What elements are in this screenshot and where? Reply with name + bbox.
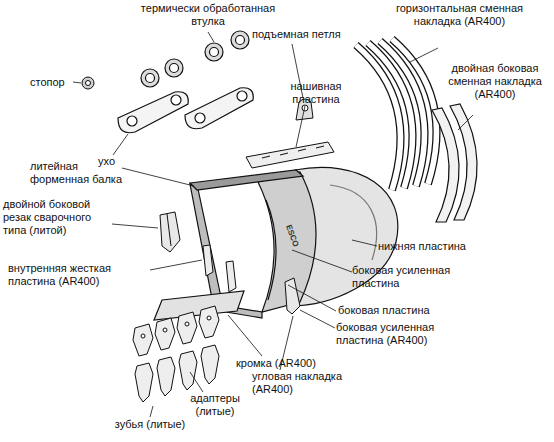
- leader-lines: [73, 82, 81, 83]
- leader-lines: [150, 260, 202, 270]
- adapter: [207, 316, 211, 320]
- wear-plate: [262, 146, 324, 158]
- adapter: [163, 328, 167, 332]
- bushings: [236, 36, 245, 45]
- leader-lines: [122, 168, 194, 186]
- part-label: угловая накладка (AR400): [252, 370, 372, 396]
- bushings: [170, 64, 179, 73]
- side-wear-strips: [432, 108, 459, 222]
- adapter: [185, 322, 189, 326]
- ears: [127, 116, 137, 126]
- leader-lines: [73, 32, 473, 417]
- part-label: боковая пластина: [338, 304, 448, 317]
- leader-lines: [208, 32, 214, 42]
- adapter: [177, 312, 197, 344]
- leader-lines: [228, 315, 262, 356]
- part-label: нижняя пластина: [378, 240, 488, 253]
- ears: [195, 113, 205, 123]
- stopper: [82, 77, 94, 89]
- wear-plate: [246, 142, 334, 168]
- ears: [185, 88, 253, 129]
- teeth-and-adapters: [133, 306, 219, 402]
- leader-lines: [150, 406, 153, 417]
- part-label: боковая усиленная пластина: [352, 264, 462, 290]
- part-label: стопор: [30, 76, 80, 89]
- wear-plate: [246, 142, 334, 168]
- leader-lines: [458, 115, 473, 130]
- bushings: [231, 31, 249, 49]
- stopper: [82, 77, 94, 89]
- leader-lines: [113, 134, 128, 155]
- back-shell: [330, 185, 377, 260]
- part-label: двойная боковая сменная накладка (AR400): [439, 62, 551, 101]
- horizontal-wear-strips: [356, 39, 437, 190]
- corner-piece: [285, 278, 300, 314]
- stopper: [86, 81, 91, 86]
- bucket-frame: ESCO: [284, 224, 300, 248]
- ears: [118, 92, 188, 133]
- inner-stiffener-plates: [226, 261, 236, 292]
- leader-lines: [112, 224, 158, 228]
- cutting-edge: [154, 291, 244, 320]
- part-label: нашивная пластина: [276, 80, 356, 106]
- bushings: [141, 31, 249, 87]
- lifting-eye: [302, 105, 308, 111]
- tooth: [135, 363, 153, 402]
- part-label: кромка (AR400): [236, 357, 326, 370]
- part-label: зубья (литые): [110, 418, 190, 431]
- adapter: [141, 334, 145, 338]
- bushings: [146, 74, 155, 83]
- bucket-frame: [190, 184, 222, 304]
- inner-stiffener-plates: [203, 245, 213, 276]
- adapter: [133, 324, 153, 356]
- corner-piece: [285, 278, 300, 314]
- part-label: литейная форменная балка: [30, 160, 130, 186]
- part-label: ухо: [98, 155, 138, 168]
- tooth: [201, 345, 219, 384]
- ears: [118, 88, 253, 133]
- horizontal-wear-strips: [392, 39, 437, 184]
- tooth: [157, 357, 175, 396]
- side-wear-strips: [432, 104, 477, 222]
- inner-stiffener-plates: [203, 245, 236, 292]
- tooth: [179, 351, 197, 390]
- leader-lines: [352, 240, 377, 246]
- part-label: горизонтальная сменная накладка (AR400): [392, 2, 527, 28]
- adapter: [199, 306, 219, 338]
- bushings: [210, 48, 219, 57]
- part-label: подъемная петля: [252, 28, 372, 41]
- part-label: термически обработанная втулка: [128, 2, 288, 28]
- bucket-frame: [266, 200, 276, 300]
- part-label: адаптеры (литые): [170, 392, 260, 418]
- leader-lines: [300, 310, 335, 328]
- part-label: боковая усиленная пластина (AR400): [336, 321, 476, 347]
- bushings: [141, 69, 159, 87]
- leader-lines: [410, 48, 438, 62]
- part-label: двойной боковой резак сварочного типа (л…: [3, 198, 113, 237]
- ears: [171, 95, 181, 105]
- leader-lines: [288, 285, 336, 311]
- side-wear-strips: [450, 104, 477, 220]
- horizontal-wear-strips: [392, 39, 437, 184]
- ears: [237, 91, 247, 101]
- side-cutter: [167, 214, 171, 246]
- side-cutter: [160, 212, 180, 252]
- leader-lines: [296, 106, 305, 147]
- adapter: [155, 318, 175, 350]
- part-label: внутренняя жесткая пластина (AR400): [8, 262, 150, 288]
- leader-lines: [292, 250, 352, 272]
- bushings: [165, 59, 183, 77]
- bushings: [205, 43, 223, 61]
- side-cutter: [160, 212, 180, 252]
- cutting-edge: [154, 291, 244, 320]
- leader-lines: [190, 372, 203, 392]
- bucket-frame: [190, 170, 303, 190]
